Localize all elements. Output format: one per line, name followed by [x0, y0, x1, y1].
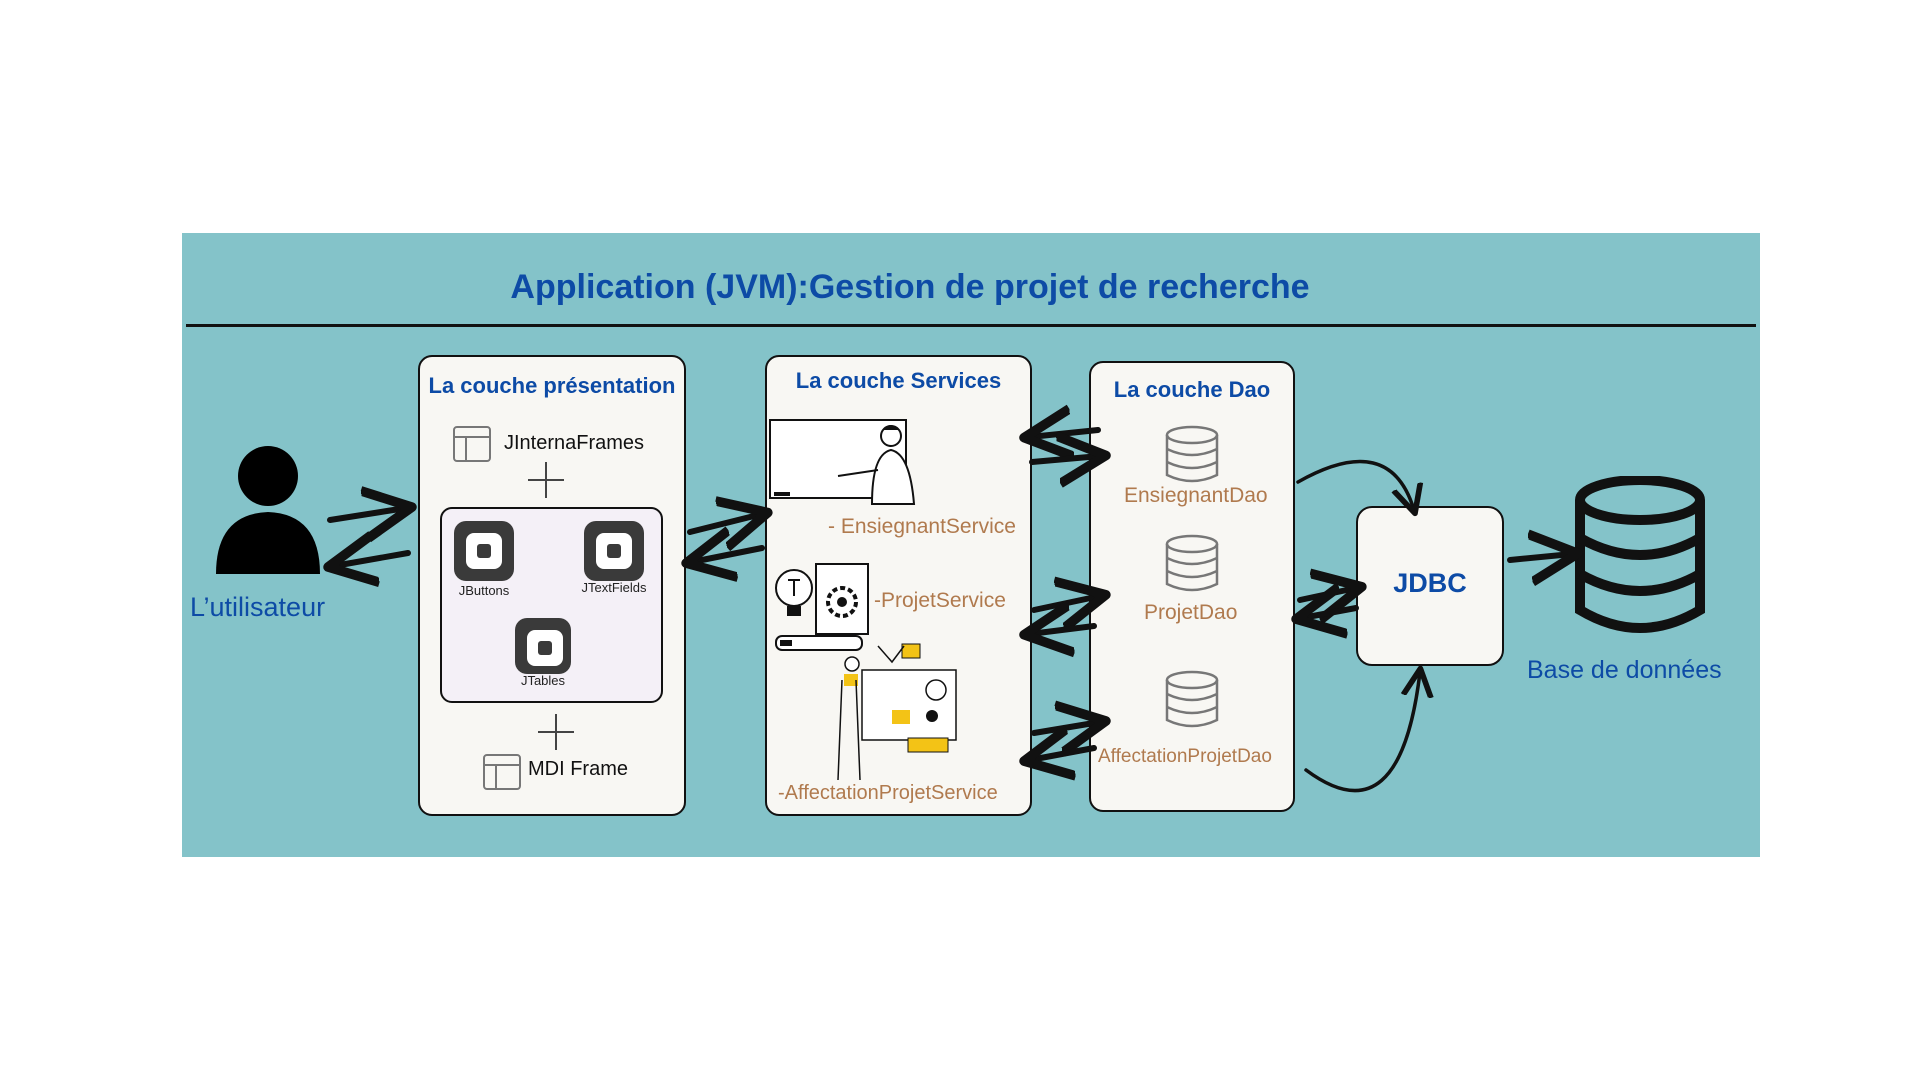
- dao-title: La couche Dao: [1113, 377, 1271, 402]
- services-title: La couche Services: [795, 368, 1002, 393]
- component-label: JTables: [520, 673, 566, 688]
- square-logo-icon: [454, 521, 514, 581]
- window-icon: [483, 754, 521, 790]
- square-logo-icon: [515, 618, 571, 674]
- user-icon: [216, 446, 320, 574]
- dao-layer-box: La couche Dao: [1089, 361, 1295, 812]
- database-icon: [1165, 425, 1219, 483]
- database-icon: [1165, 670, 1219, 728]
- plus-icon: [538, 714, 574, 750]
- service-item: -ProjetService: [874, 589, 1006, 612]
- component-label: JButtons: [458, 583, 510, 598]
- dao-item: EnsiegnantDao: [1124, 484, 1268, 507]
- teacher-board-icon: [769, 419, 916, 505]
- plus-icon: [528, 462, 564, 498]
- service-item: - EnsiegnantService: [828, 515, 1016, 538]
- diagram-title: Application (JVM):Gestion de projet de r…: [510, 268, 1310, 306]
- service-item: -AffectationProjetService: [778, 782, 998, 804]
- idea-gear-icon: [775, 563, 869, 651]
- mdi-frame-label: MDI Frame: [528, 758, 628, 780]
- presentation-title: La couche présentation: [428, 373, 676, 398]
- internal-frames-label: JInternaFrames: [504, 432, 645, 454]
- database-icon: [1165, 534, 1219, 592]
- square-logo-icon: [584, 521, 644, 581]
- user-label: L’utilisateur: [190, 592, 326, 622]
- jdbc-box: JDBC: [1356, 506, 1504, 666]
- jdbc-label: JDBC: [1393, 568, 1467, 598]
- team-collaboration-icon: [837, 643, 957, 781]
- dao-item: AffectationProjetDao: [1098, 746, 1272, 767]
- database-icon: [1575, 476, 1705, 633]
- dao-item: ProjetDao: [1144, 601, 1238, 624]
- title-divider: [186, 324, 1756, 327]
- component-label: JTextFields: [581, 580, 647, 595]
- database-label: Base de données: [1527, 656, 1722, 684]
- window-icon: [453, 426, 491, 462]
